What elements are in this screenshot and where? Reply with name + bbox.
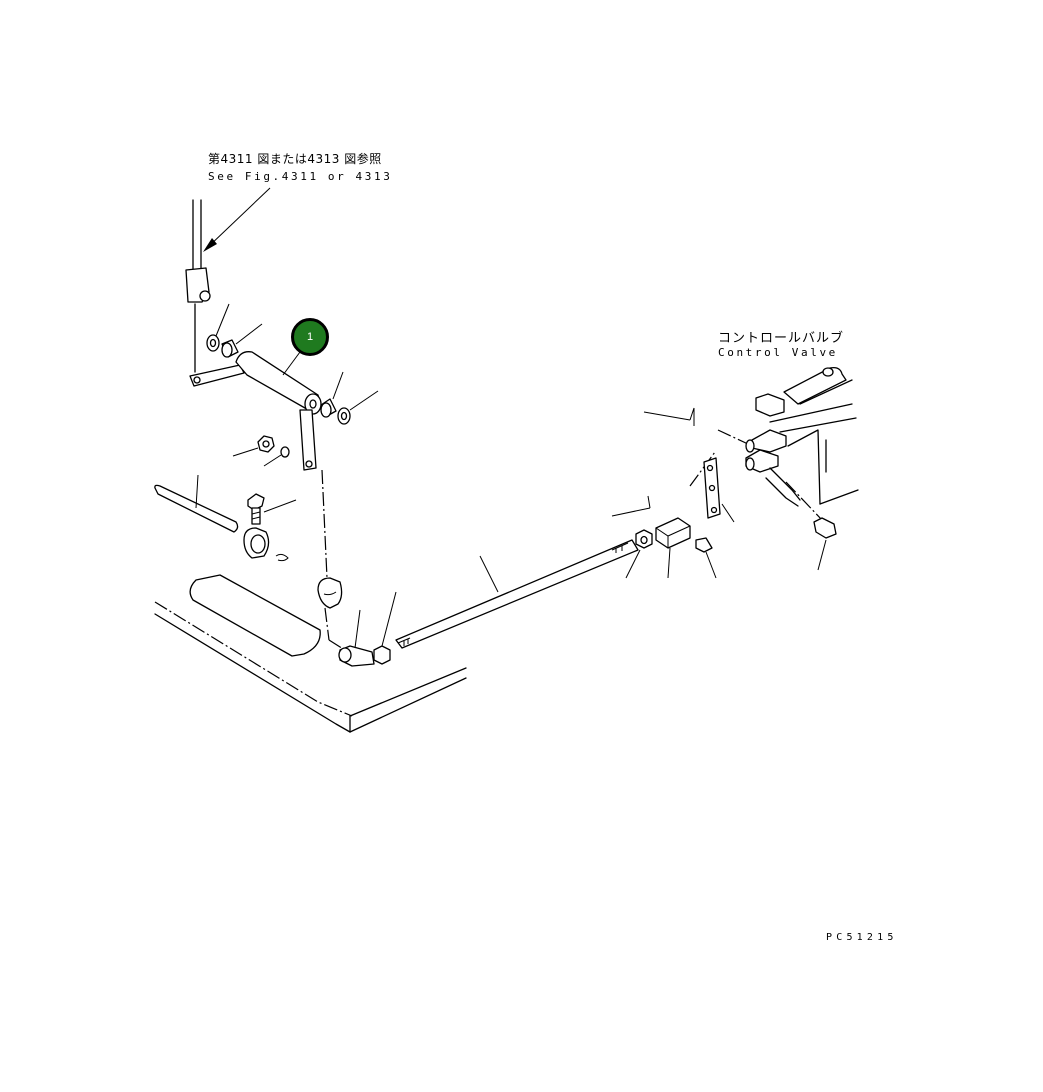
nut-left — [232, 435, 275, 457]
collar — [243, 527, 289, 562]
bolt-collar-bolt — [247, 493, 297, 525]
clevis-pin — [695, 537, 717, 579]
control-valve-label-japanese: コントロールバルブ — [718, 331, 845, 346]
control-rod — [395, 539, 639, 649]
washer-small-left — [263, 446, 290, 467]
lock-nut-rod — [373, 591, 397, 665]
ball-joint — [338, 609, 375, 667]
reference-note-japanese: 第4311 図または4313 図参照 — [208, 152, 382, 166]
clamp-clip — [317, 577, 343, 609]
clevis-block — [655, 517, 691, 579]
reference-leader — [203, 187, 271, 252]
control-valve-spool — [745, 366, 859, 507]
pin-top-right — [643, 407, 695, 426]
part-callout-1[interactable]: 1 — [291, 318, 329, 356]
washer-right — [337, 390, 379, 425]
shaft-pin — [154, 474, 239, 533]
nut-rod-right — [611, 495, 653, 579]
reference-note-english: See Fig.4311 or 4313 — [208, 170, 393, 183]
control-valve-label-english: Control Valve — [718, 346, 838, 359]
bell-crank-lever — [189, 351, 322, 471]
floor-plate — [154, 574, 467, 733]
bushing-right — [320, 371, 344, 418]
upper-rod — [185, 199, 211, 373]
drawing-code: PC51215 — [826, 932, 898, 943]
washer-top-left — [206, 303, 230, 352]
bushing-top-left — [221, 323, 263, 358]
link-plate — [703, 457, 735, 523]
bolt-valve — [813, 517, 837, 571]
